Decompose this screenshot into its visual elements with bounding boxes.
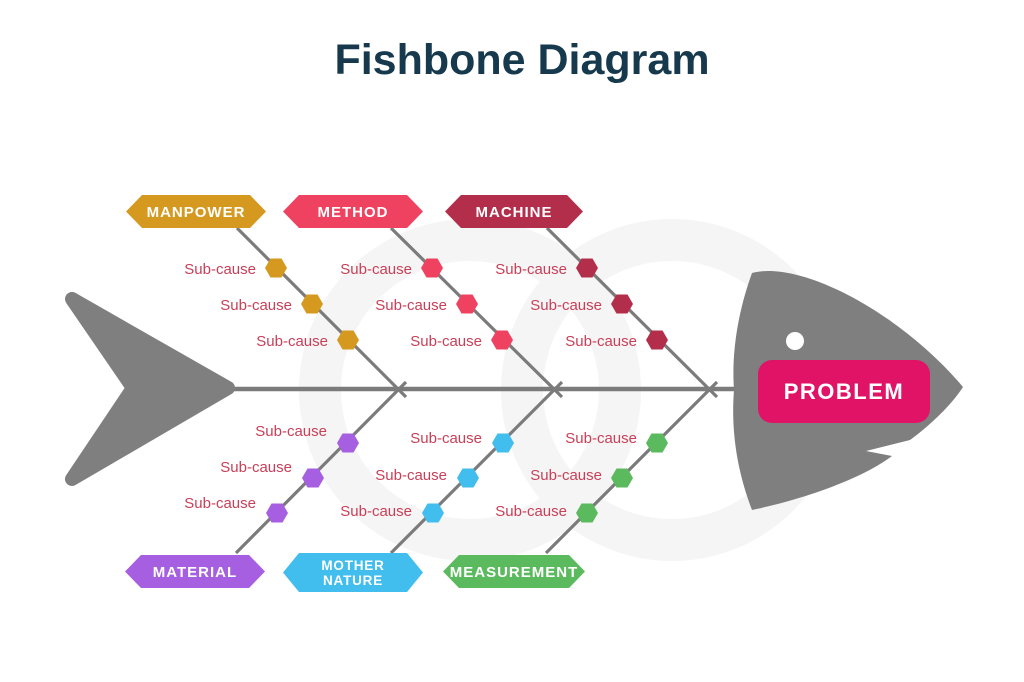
problem-box-shape — [758, 360, 930, 423]
measurement-subcause-marker-2 — [611, 468, 633, 488]
manpower-subcause-label-3: Sub-cause — [256, 333, 328, 350]
machine-branch-line — [545, 226, 719, 399]
material-branch-line — [234, 380, 408, 555]
machine-subcause-marker-3 — [646, 330, 668, 350]
material-subcause-label-1: Sub-cause — [255, 423, 327, 440]
material-subcause-marker-3 — [266, 503, 288, 523]
method-subcause-label-3: Sub-cause — [410, 333, 482, 350]
manpower-subcause-marker-3 — [337, 330, 359, 350]
problem-label: PROBLEM — [784, 379, 905, 404]
machine-subcause-label-1: Sub-cause — [495, 261, 567, 278]
page-title: Fishbone Diagram — [334, 36, 709, 84]
manpower-subcause-label-1: Sub-cause — [184, 261, 256, 278]
measurement-subcause-label-2: Sub-cause — [530, 467, 602, 484]
method-banner-shape — [283, 195, 423, 228]
measurement-banner-label: MEASUREMENT — [450, 564, 579, 581]
manpower-category-banner: MANPOWER — [126, 195, 266, 228]
material-subcause-marker-1 — [337, 433, 359, 453]
measurement-subcause-label-3: Sub-cause — [495, 503, 567, 520]
material-subcause-label-3: Sub-cause — [184, 495, 256, 512]
material-banner-shape — [125, 555, 265, 588]
mother-nature-subcause-marker-1 — [492, 433, 514, 453]
machine-subcause-label-2: Sub-cause — [530, 297, 602, 314]
measurement-branch-line — [544, 380, 719, 555]
mother-nature-banner-shape — [283, 553, 423, 592]
machine-banner-shape — [445, 195, 583, 228]
machine-subcause-marker-2 — [611, 294, 633, 314]
mother-nature-subcause-label-2: Sub-cause — [375, 467, 447, 484]
manpower-subcause-marker-2 — [301, 294, 323, 314]
material-subcause-label-2: Sub-cause — [220, 459, 292, 476]
mother-nature-banner-label-line2: NATURE — [323, 573, 383, 588]
mother-nature-subcause-marker-3 — [422, 503, 444, 523]
mother-nature-subcause-marker-2 — [457, 468, 479, 488]
machine-category-banner: MACHINE — [445, 195, 583, 228]
material-subcause-marker-2 — [302, 468, 324, 488]
material-category-banner: MATERIAL — [125, 555, 265, 588]
method-category-banner: METHOD — [283, 195, 423, 228]
mother-nature-subcause-label-3: Sub-cause — [340, 503, 412, 520]
mother-nature-category-banner: MOTHER NATURE — [283, 553, 423, 592]
method-branch-line — [389, 226, 564, 399]
manpower-banner-shape — [126, 195, 266, 228]
method-subcause-marker-1 — [421, 258, 443, 278]
manpower-subcause-label-2: Sub-cause — [220, 297, 292, 314]
machine-banner-label: MACHINE — [476, 204, 553, 221]
measurement-subcause-marker-1 — [646, 433, 668, 453]
problem-box: PROBLEM — [758, 360, 930, 423]
manpower-subcause-marker-1 — [265, 258, 287, 278]
measurement-subcause-marker-3 — [576, 503, 598, 523]
method-subcause-label-2: Sub-cause — [375, 297, 447, 314]
fish-tail-icon — [65, 292, 235, 486]
measurement-category-banner: MEASUREMENT — [443, 555, 585, 588]
manpower-branch-line — [235, 226, 408, 399]
mother-nature-subcause-label-1: Sub-cause — [410, 430, 482, 447]
mother-nature-banner-label-line1: MOTHER — [321, 558, 384, 573]
method-banner-label: METHOD — [318, 204, 389, 221]
material-banner-label: MATERIAL — [153, 564, 237, 581]
machine-subcause-label-3: Sub-cause — [565, 333, 637, 350]
fish-eye-icon — [786, 332, 804, 350]
mother-nature-branch-line — [389, 380, 564, 555]
method-subcause-marker-3 — [491, 330, 513, 350]
measurement-subcause-label-1: Sub-cause — [565, 430, 637, 447]
machine-subcause-marker-1 — [576, 258, 598, 278]
measurement-banner-shape — [443, 555, 585, 588]
method-subcause-label-1: Sub-cause — [340, 261, 412, 278]
manpower-banner-label: MANPOWER — [147, 204, 246, 221]
method-subcause-marker-2 — [456, 294, 478, 314]
